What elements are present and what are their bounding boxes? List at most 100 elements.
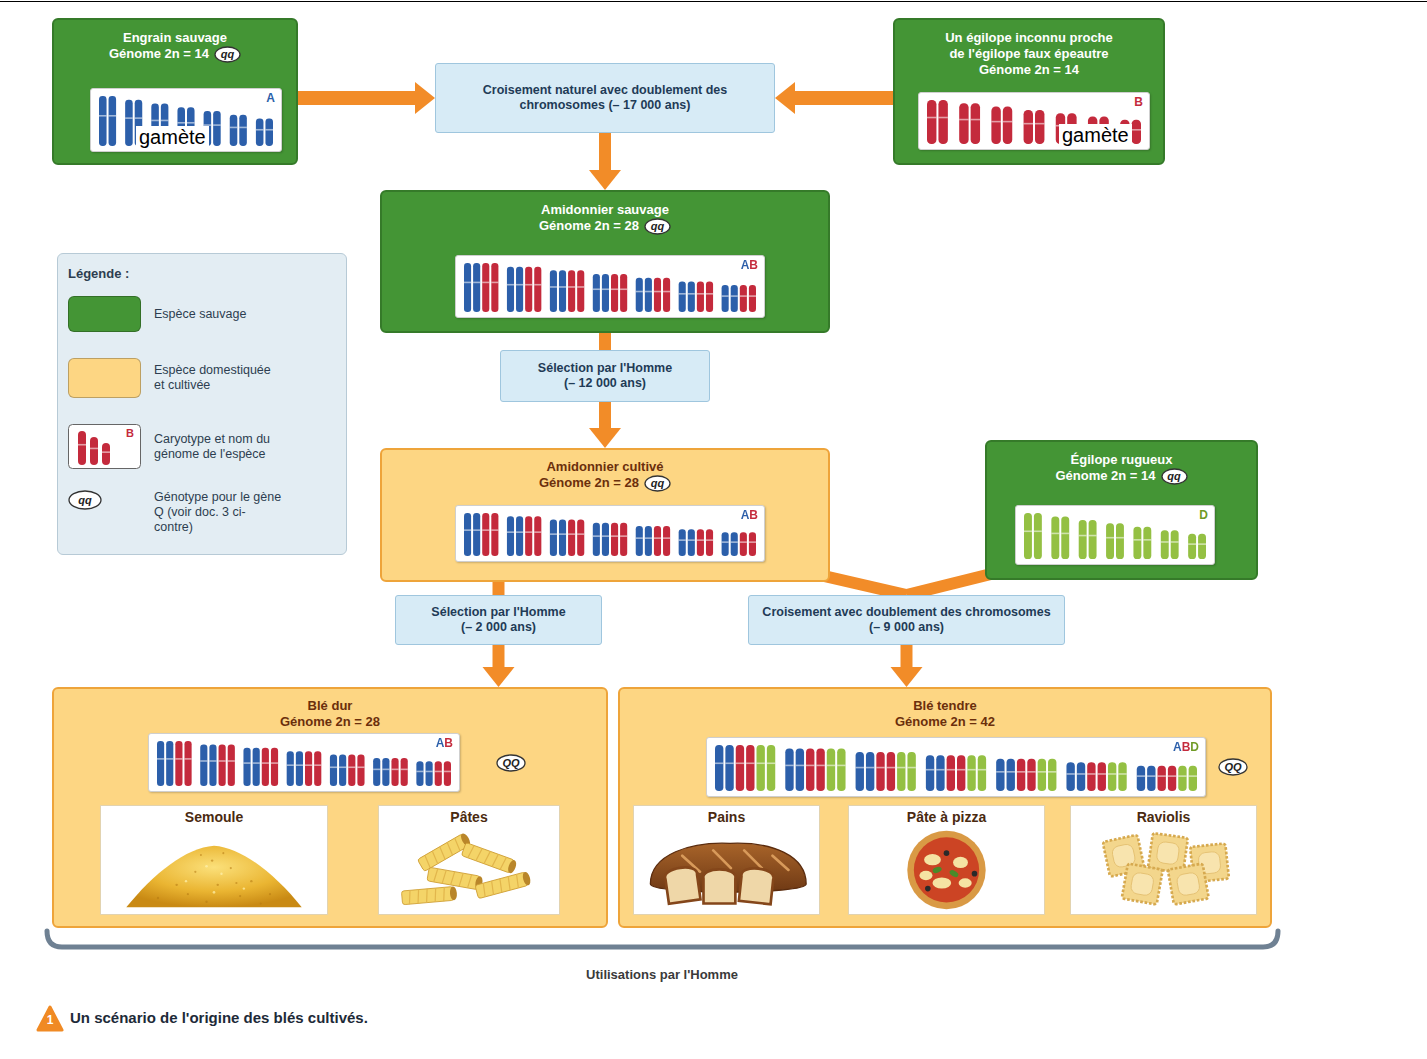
genome-formula: Génome 2n = 42 <box>895 714 995 730</box>
arrow-shaft <box>493 645 505 668</box>
centromere-mark <box>827 765 835 767</box>
centromere-mark <box>525 531 532 533</box>
centromere-mark <box>740 295 747 297</box>
chromosome <box>1118 762 1126 791</box>
centromere-mark <box>314 764 321 766</box>
centromere-mark <box>239 127 247 129</box>
badge-ellipse <box>645 219 670 234</box>
label-holder: Légende : <box>68 266 208 282</box>
label-holder: Utilisations par l'Homme <box>462 967 862 983</box>
chromosome <box>1098 762 1106 791</box>
chromosome <box>373 758 380 786</box>
chromosome <box>109 96 117 146</box>
chromosome <box>1089 520 1097 559</box>
centromere-mark <box>746 762 754 764</box>
centromere-mark <box>722 541 729 543</box>
legend-text: Espèce sauvage <box>154 307 284 322</box>
chromosome <box>756 745 764 791</box>
centromere-mark <box>697 539 704 541</box>
centromere-mark <box>897 767 905 769</box>
centromere-mark <box>959 119 968 121</box>
orange-arrow <box>775 82 893 114</box>
chromosome <box>1024 513 1032 559</box>
label-holder: qq <box>68 490 102 510</box>
chromosome <box>230 115 238 146</box>
arrow-shaft <box>298 91 416 105</box>
chromosome <box>550 270 557 312</box>
chromosome <box>663 526 670 556</box>
chromosome <box>991 107 1000 144</box>
genotype-badge: QQ <box>1218 758 1248 776</box>
genotype-badge: qq <box>1161 468 1188 485</box>
chromosome <box>256 119 264 147</box>
badge-ellipse <box>215 47 240 62</box>
chromosome <box>996 759 1004 791</box>
centromere-mark <box>796 765 804 767</box>
label-holder: 1 <box>38 1012 62 1029</box>
process-box: Croisement avec doublement des chromosom… <box>748 595 1065 645</box>
centromere-mark <box>749 295 756 297</box>
centromere-mark <box>90 448 98 450</box>
chromosome <box>636 526 643 556</box>
chromosome <box>464 513 471 556</box>
karyotype-panel: AB <box>148 733 460 792</box>
chromosome <box>796 748 804 791</box>
centromere-mark <box>722 295 729 297</box>
chromosome <box>1038 759 1046 791</box>
arrow-head <box>775 82 795 114</box>
centromere-mark <box>161 120 169 122</box>
food-picture <box>401 832 531 905</box>
chromosome <box>534 516 541 556</box>
centromere-mark <box>938 117 947 119</box>
chromosome <box>722 532 729 556</box>
food-name: Pâtes <box>379 806 559 826</box>
chromosome <box>620 523 627 556</box>
centromere-mark <box>444 771 451 773</box>
chromosome <box>688 281 695 312</box>
karyotype-panel: Bgamète <box>918 92 1150 150</box>
process-text: Sélection par l'Homme (– 12 000 ans) <box>531 361 679 391</box>
orange-arrow <box>483 645 515 687</box>
process-text: Sélection par l'Homme (– 2 000 ans) <box>425 605 573 635</box>
genome-letter: AB <box>741 508 758 522</box>
genotype-text: qq <box>1161 468 1188 485</box>
chromosome <box>1051 516 1059 559</box>
karyotype-drawing <box>456 506 764 561</box>
arrow-shaft <box>907 574 992 595</box>
chromosome <box>416 761 423 786</box>
centromere-mark <box>740 541 747 543</box>
centromere-mark <box>177 122 185 124</box>
centromere-mark <box>947 769 955 771</box>
centromere-mark <box>749 541 756 543</box>
centromere-mark <box>688 539 695 541</box>
chromosome <box>740 285 747 312</box>
chromosome <box>1034 513 1042 559</box>
gamete-label: gamète <box>1059 124 1132 146</box>
chromosome <box>1147 766 1155 791</box>
centromere-mark <box>166 758 173 760</box>
genotype-badge: qq <box>644 475 671 492</box>
centromere-mark <box>1158 775 1166 777</box>
chromosome <box>746 745 754 791</box>
centromere-mark <box>534 284 541 286</box>
centromere-mark <box>102 451 110 453</box>
centromere-mark <box>1077 773 1085 775</box>
centromere-mark <box>645 537 652 539</box>
centromere-mark <box>593 535 600 537</box>
chromosome <box>271 748 278 786</box>
chromosome <box>767 745 775 791</box>
orange-arrow <box>605 333 606 350</box>
karyotype-panel: AB <box>455 255 765 318</box>
badge-ellipse <box>1162 469 1187 484</box>
centromere-mark <box>426 771 433 773</box>
chromosome <box>444 761 451 786</box>
chromosome <box>927 100 936 144</box>
chromosome <box>426 761 433 786</box>
chromosome <box>491 513 498 556</box>
chromosome <box>636 278 643 312</box>
usage-caption: Utilisations par l'Homme <box>462 967 862 983</box>
chromosome <box>305 751 312 786</box>
chromosome <box>785 748 793 791</box>
centromere-mark <box>507 284 514 286</box>
process-box: Sélection par l'Homme (– 2 000 ans) <box>395 595 602 645</box>
